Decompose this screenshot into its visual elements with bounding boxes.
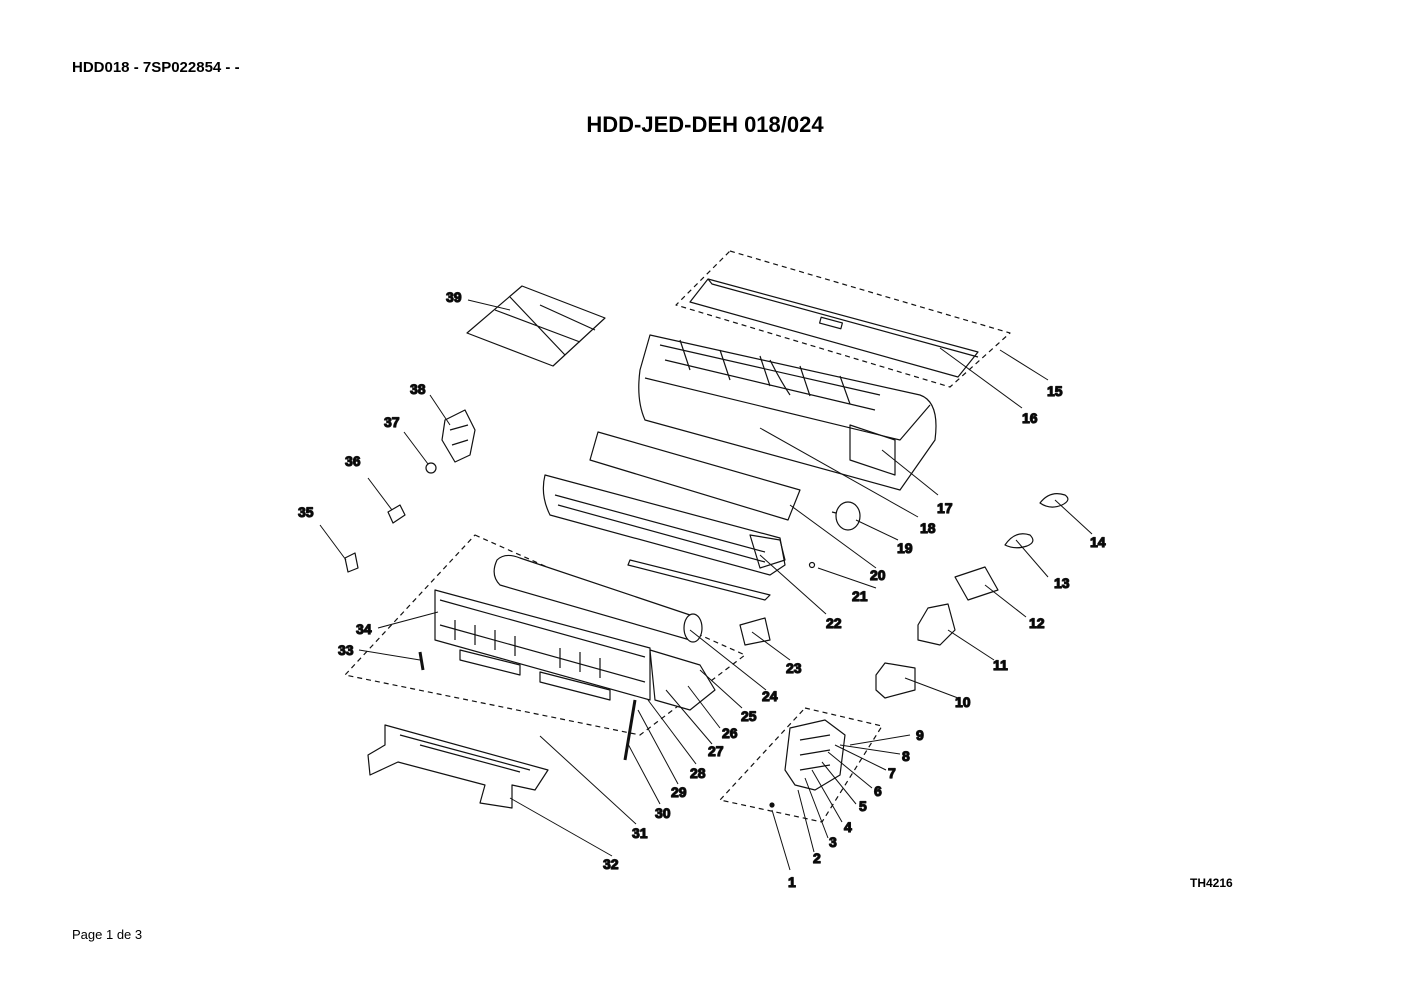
callout-36: 36 <box>345 453 361 469</box>
callout-20: 20 <box>870 567 886 583</box>
small-cover-part <box>387 504 406 524</box>
callout-21: 21 <box>852 588 868 604</box>
front-panel-part <box>675 250 1011 388</box>
callout-39: 39 <box>446 289 462 305</box>
cable-parts <box>1004 493 1069 549</box>
bracket-part <box>739 617 771 646</box>
callout-35: 35 <box>298 504 314 520</box>
callout-30: 30 <box>655 805 671 821</box>
callout-25: 25 <box>741 708 757 724</box>
control-box-part <box>917 603 956 646</box>
callout-6: 6 <box>874 783 882 799</box>
callout-32: 32 <box>603 856 619 872</box>
callout-9: 9 <box>916 727 924 743</box>
air-filter-part <box>466 285 606 367</box>
base-assembly-part <box>344 534 746 761</box>
chassis-part <box>638 334 937 491</box>
callout-4: 4 <box>844 819 852 835</box>
callout-3: 3 <box>829 834 837 850</box>
clip-part <box>344 552 359 573</box>
callout-11: 11 <box>993 657 1008 673</box>
filter-sheet-part <box>589 431 801 521</box>
callout-38: 38 <box>410 381 426 397</box>
callout-26: 26 <box>722 725 738 741</box>
electrical-assembly-part <box>719 707 883 823</box>
callout-19: 19 <box>897 540 913 556</box>
callout-33: 33 <box>338 642 354 658</box>
callout-29: 29 <box>671 784 687 800</box>
callout-23: 23 <box>786 660 802 676</box>
callout-8: 8 <box>902 748 910 764</box>
fan-motor-part <box>831 501 861 531</box>
screw-part <box>808 561 816 569</box>
callout-2: 2 <box>813 850 821 866</box>
coupling-part <box>425 462 437 474</box>
leader-lines <box>319 299 1093 871</box>
callout-1: 1 <box>788 874 796 890</box>
evaporator-part <box>542 474 786 601</box>
callout-37: 37 <box>384 414 400 430</box>
callout-17: 17 <box>937 500 953 516</box>
callout-14: 14 <box>1090 534 1106 550</box>
mounting-plate-part <box>367 724 549 809</box>
callout-31: 31 <box>632 825 648 841</box>
callout-16: 16 <box>1022 410 1038 426</box>
screw-part-33 <box>418 651 425 671</box>
callout-5: 5 <box>859 798 867 814</box>
callout-10: 10 <box>955 694 971 710</box>
callout-27: 27 <box>708 743 724 759</box>
drawing-reference: TH4216 <box>1190 876 1233 890</box>
document-code: HDD018 - 7SP022854 - - <box>72 59 240 76</box>
callout-18: 18 <box>920 520 936 536</box>
callout-13: 13 <box>1054 575 1070 591</box>
callout-7: 7 <box>888 765 896 781</box>
page-number: Page 1 de 3 <box>72 927 143 942</box>
step-motor-part <box>441 409 476 463</box>
callout-34: 34 <box>356 621 372 637</box>
page-title: HDD-JED-DEH 018/024 <box>586 112 824 137</box>
cover-plate-part <box>954 566 999 601</box>
callout-24: 24 <box>762 688 778 704</box>
callout-22: 22 <box>826 615 842 631</box>
electrical-box-part <box>875 662 916 699</box>
callout-labels: 1 2 3 4 5 6 7 8 9 10 11 12 13 14 15 16 1… <box>297 288 1106 890</box>
callout-28: 28 <box>690 765 706 781</box>
callout-12: 12 <box>1029 615 1045 631</box>
callout-15: 15 <box>1047 383 1063 399</box>
